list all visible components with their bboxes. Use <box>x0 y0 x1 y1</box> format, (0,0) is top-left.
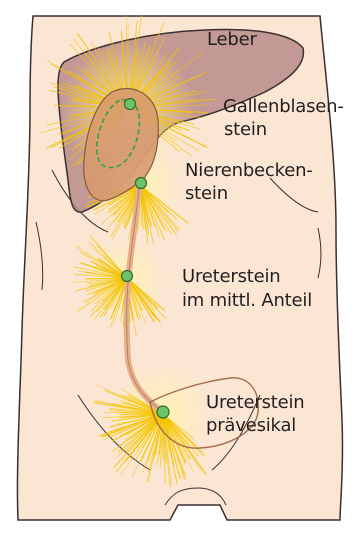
label-gallenblasenstein-1: Gallenblasen- <box>223 96 344 118</box>
label-ureterstein-praevesikal-1: Ureterstein <box>206 392 305 414</box>
prevesical-ureter-stone <box>157 406 169 418</box>
label-leber: Leber <box>207 29 257 51</box>
mid-ureter-stone <box>122 271 133 282</box>
label-ureterstein-praevesikal-2: prävesikal <box>206 415 296 437</box>
label-gallenblasenstein-2: stein <box>224 119 267 141</box>
gallbladder-stone <box>125 99 136 110</box>
renal-pelvis-stone <box>136 178 147 189</box>
label-ureterstein-mitte-2: im mittl. Anteil <box>182 290 312 312</box>
label-ureterstein-mitte-1: Ureterstein <box>182 266 281 288</box>
label-nierenbeckenstein-2: stein <box>185 183 228 205</box>
label-nierenbeckenstein-1: Nierenbecken- <box>185 160 313 182</box>
